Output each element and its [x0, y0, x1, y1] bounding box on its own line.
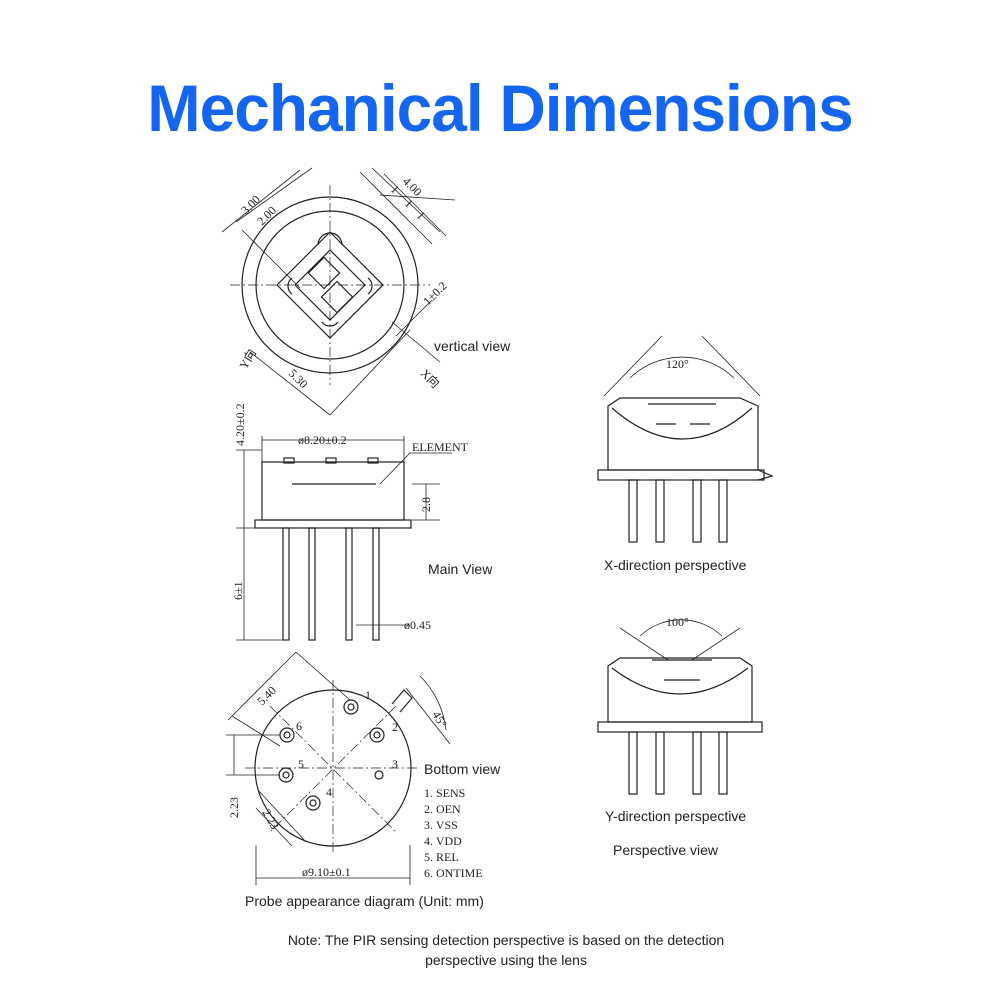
x-direction-perspective-drawing: [597, 335, 774, 543]
dim-1-c: 1: [414, 208, 428, 222]
dim-5-40: 5.40: [254, 683, 279, 708]
dim-1-tolerance: 1±0.2: [420, 279, 449, 308]
label-element: ELEMENT: [412, 440, 469, 454]
pin-list-item: 5. REL: [424, 850, 459, 864]
pin-list-item: 3. VSS: [424, 818, 458, 832]
pin-list-item: 4. VDD: [424, 834, 462, 848]
note-line-1: Note: The PIR sensing detection perspect…: [288, 932, 724, 948]
angle-x-fov: 120°: [666, 357, 689, 371]
label-vertical-view: vertical view: [434, 338, 511, 354]
pin-number-1: 1: [365, 688, 371, 702]
label-main-view: Main View: [428, 561, 493, 577]
dim-angle-45: 45°: [429, 709, 450, 731]
label-y-direction: Y向: [236, 346, 259, 371]
note-line-2: perspective using the lens: [425, 952, 587, 968]
label-bottom-view: Bottom view: [424, 761, 501, 777]
pin-number-2: 2: [392, 720, 398, 734]
pin-list-item: 1. SENS: [424, 786, 465, 800]
label-x-direction: X向: [418, 366, 443, 391]
dim-diameter-8-20: ø8.20±0.2: [298, 433, 347, 447]
label-perspective-view: Perspective view: [613, 842, 719, 858]
label-x-direction-perspective: X-direction perspective: [604, 557, 747, 573]
label-y-direction-perspective: Y-direction perspective: [605, 808, 746, 824]
dim-height-4-20: 4.20±0.2: [233, 403, 247, 446]
dim-2-23-vertical: 2.23: [227, 797, 241, 818]
pin-number-6: 6: [296, 719, 302, 733]
pin-number-4: 4: [326, 785, 332, 799]
pin-list-item: 2. OEN: [424, 802, 461, 816]
pin-number-5: 5: [298, 757, 304, 771]
diagram-caption: Probe appearance diagram (Unit: mm): [245, 893, 484, 909]
y-direction-perspective-drawing: [597, 619, 763, 795]
dim-pin-length: 6±1: [231, 581, 245, 600]
dim-pin-diameter: ø0.45: [404, 618, 431, 632]
pin-number-3: 3: [392, 757, 398, 771]
dim-2-8: 2.8: [419, 497, 433, 512]
dim-diameter-9-10: ø9.10±0.1: [302, 865, 351, 879]
bottom-view-drawing: [226, 651, 451, 885]
vertical-view-drawing: [221, 167, 456, 416]
page-title: Mechanical Dimensions: [147, 71, 853, 145]
dim-2-23-diagonal: 2.23: [259, 807, 282, 832]
pin-list-item: 6. ONTIME: [424, 866, 483, 880]
dim-4-00: 4.00: [400, 174, 425, 199]
angle-y-fov: 100°: [666, 615, 689, 629]
main-view-drawing: [236, 436, 452, 641]
